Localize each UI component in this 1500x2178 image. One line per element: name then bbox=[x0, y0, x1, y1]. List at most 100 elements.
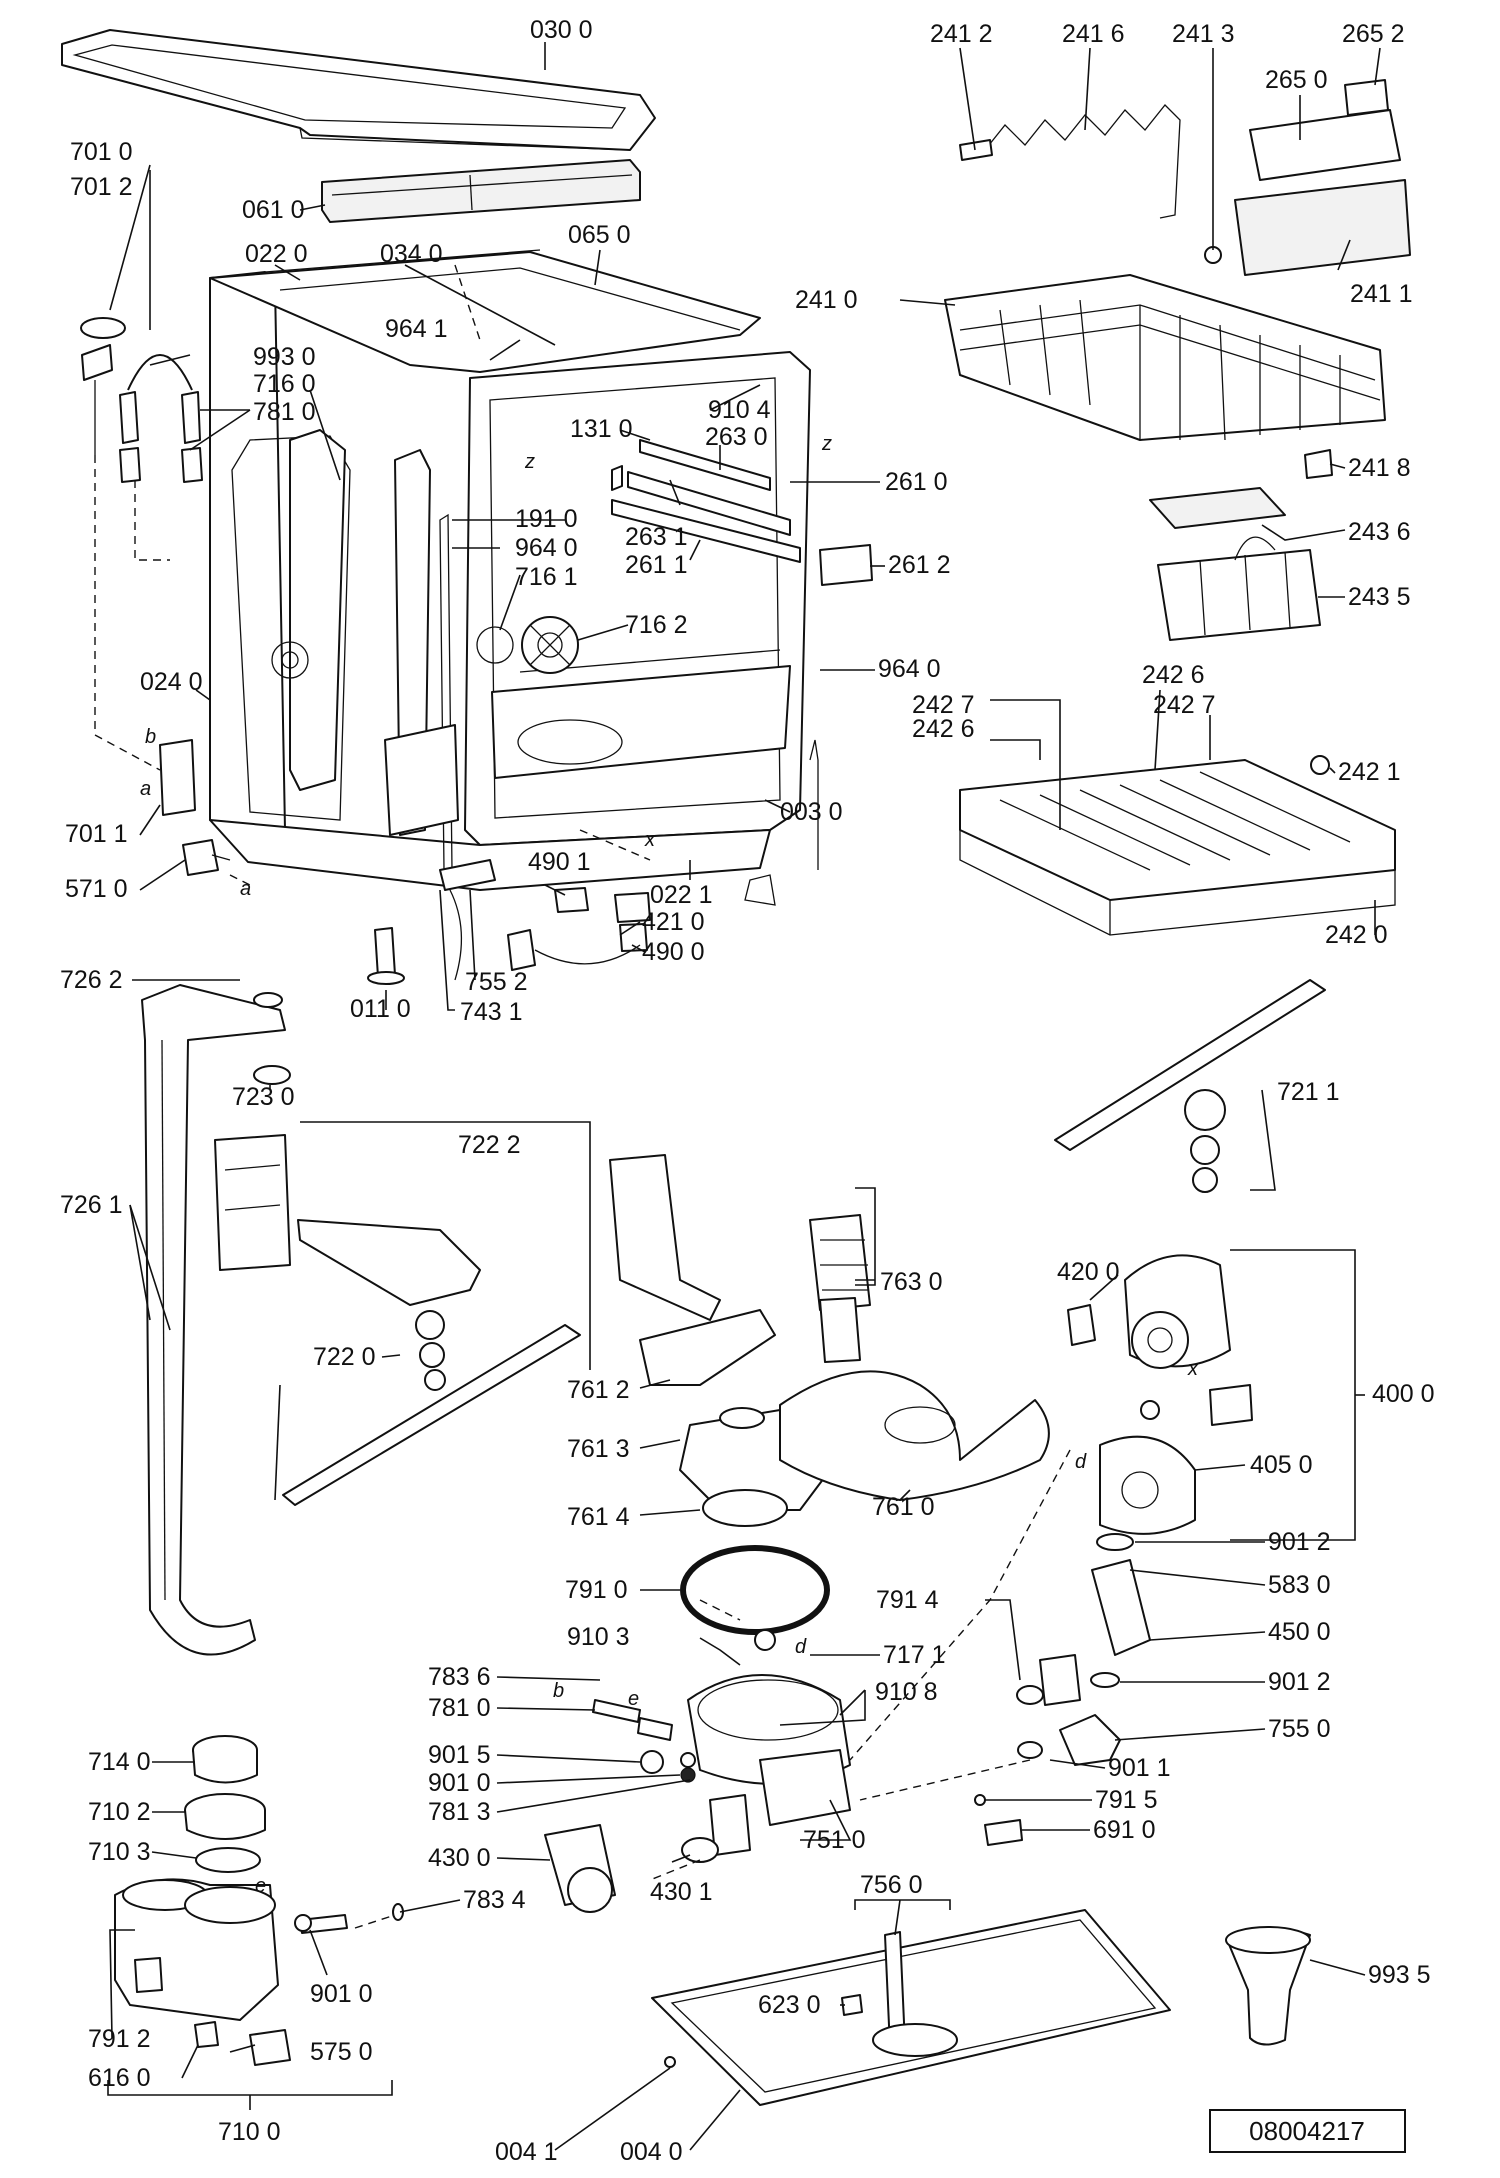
callout-label: 131 0 bbox=[570, 415, 633, 443]
callout-label: 623 0 bbox=[758, 1991, 821, 2019]
callout-label: 450 0 bbox=[1268, 1618, 1331, 1646]
callout-label: 791 0 bbox=[565, 1576, 628, 1604]
callout-label: 061 0 bbox=[242, 196, 305, 224]
callout-label: 191 0 bbox=[515, 505, 578, 533]
callout-label: 034 0 bbox=[380, 240, 443, 268]
callout-label: 761 4 bbox=[567, 1503, 630, 1531]
callout-label: 241 6 bbox=[1062, 20, 1125, 48]
callout-label: 616 0 bbox=[88, 2064, 151, 2092]
callout-label: 701 2 bbox=[70, 173, 133, 201]
callout-label: 265 2 bbox=[1342, 20, 1405, 48]
connection-letter: x bbox=[1187, 1358, 1199, 1380]
callout-label: 993 0 bbox=[253, 343, 316, 371]
callout-label: 716 0 bbox=[253, 370, 316, 398]
filter-parts bbox=[609, 1154, 1050, 1527]
callout-label: 910 4 bbox=[708, 396, 771, 424]
callout-label: 761 3 bbox=[567, 1435, 630, 1463]
callout-label: 421 0 bbox=[642, 908, 705, 936]
connection-letter: x bbox=[644, 829, 656, 851]
callout-label: 964 0 bbox=[515, 534, 578, 562]
connection-letter: e bbox=[255, 1875, 266, 1897]
callout-label: 263 0 bbox=[705, 423, 768, 451]
foot-and-hose-parts bbox=[367, 859, 496, 985]
callout-label: 710 2 bbox=[88, 1798, 151, 1826]
callout-label: 242 6 bbox=[912, 715, 975, 743]
callout-label: 241 8 bbox=[1348, 454, 1411, 482]
callout-label: 024 0 bbox=[140, 668, 203, 696]
parts-drawings bbox=[61, 29, 1411, 2106]
connection-letter: z bbox=[821, 433, 832, 455]
connection-letter: b bbox=[145, 726, 156, 748]
callout-label: 575 0 bbox=[310, 2038, 373, 2066]
callout-label: 243 5 bbox=[1348, 583, 1411, 611]
callout-label: 726 2 bbox=[60, 966, 123, 994]
connection-letter: d bbox=[1075, 1451, 1087, 1473]
left-bracket-parts bbox=[159, 739, 231, 876]
callout-label: 901 2 bbox=[1268, 1528, 1331, 1556]
sensor-parts bbox=[974, 1794, 1023, 1846]
callout-label: 261 0 bbox=[885, 468, 948, 496]
callout-label: 761 0 bbox=[872, 1493, 935, 1521]
leader-lines bbox=[107, 42, 1381, 2151]
drain-pump-part bbox=[544, 1824, 719, 1913]
upper-basket-fittings bbox=[959, 79, 1411, 276]
cutlery-basket-parts bbox=[1149, 487, 1321, 641]
callout-label: 901 2 bbox=[1268, 1668, 1331, 1696]
lower-basket-part bbox=[959, 755, 1396, 936]
sump-seal-part bbox=[680, 1545, 830, 1635]
callout-label: 755 2 bbox=[465, 968, 528, 996]
callout-label: 583 0 bbox=[1268, 1571, 1331, 1599]
sump-hose-parts bbox=[592, 1699, 696, 1783]
callout-label: 243 6 bbox=[1348, 518, 1411, 546]
callout-label: 022 1 bbox=[650, 881, 713, 909]
callout-label: 430 0 bbox=[428, 1844, 491, 1872]
callout-label: 242 0 bbox=[1325, 921, 1388, 949]
connection-letter: z bbox=[524, 451, 535, 473]
callout-label: 265 0 bbox=[1265, 66, 1328, 94]
spray-tube-part bbox=[141, 984, 291, 1656]
drawing-number-box: 08004217 bbox=[1209, 2109, 1406, 2153]
callout-label: 791 5 bbox=[1095, 1786, 1158, 1814]
callout-label: 756 0 bbox=[860, 1871, 923, 1899]
callout-labels: 030 0 701 0 701 2 061 0 022 0 034 0 065 … bbox=[60, 16, 1435, 2166]
callout-label: 405 0 bbox=[1250, 1451, 1313, 1479]
salt-container-part bbox=[114, 1735, 404, 2066]
callout-label: 726 1 bbox=[60, 1191, 123, 1219]
lower-spray-arm-part bbox=[1054, 979, 1326, 1193]
connection-letter: a bbox=[140, 778, 151, 800]
callout-label: 761 2 bbox=[567, 1376, 630, 1404]
connection-letter: e bbox=[628, 1688, 639, 1710]
callout-label: 004 1 bbox=[495, 2138, 558, 2166]
insulation-strip-part bbox=[321, 159, 641, 223]
callout-label: 783 4 bbox=[463, 1886, 526, 1914]
worktop-part bbox=[61, 29, 656, 151]
connection-letter: a bbox=[240, 878, 251, 900]
callout-label: 791 2 bbox=[88, 2025, 151, 2053]
callout-label: 241 1 bbox=[1350, 280, 1413, 308]
door-ring-parts bbox=[476, 616, 579, 674]
callout-label: 901 0 bbox=[310, 1980, 373, 2008]
callout-label: 011 0 bbox=[350, 995, 411, 1023]
connection-letter: b bbox=[553, 1680, 564, 1702]
callout-label: 722 0 bbox=[313, 1343, 376, 1371]
callout-label: 430 1 bbox=[650, 1878, 713, 1906]
base-plate-part bbox=[651, 1909, 1171, 2106]
callout-label: 241 0 bbox=[795, 286, 858, 314]
rinse-hose-parts bbox=[80, 317, 203, 483]
callout-label: 783 6 bbox=[428, 1663, 491, 1691]
callout-label: 420 0 bbox=[1057, 1258, 1120, 1286]
callout-label: 901 1 bbox=[1108, 1754, 1171, 1782]
callout-label: 241 3 bbox=[1172, 20, 1235, 48]
callout-label: 242 7 bbox=[912, 691, 975, 719]
callout-label: 964 0 bbox=[878, 655, 941, 683]
callout-label: 901 0 bbox=[428, 1769, 491, 1797]
rail-parts bbox=[611, 439, 873, 870]
callout-label: 701 0 bbox=[70, 138, 133, 166]
callout-label: 717 1 bbox=[883, 1641, 946, 1669]
callout-label: 065 0 bbox=[568, 221, 631, 249]
callout-label: 242 1 bbox=[1338, 758, 1401, 786]
callout-label: 691 0 bbox=[1093, 1816, 1156, 1844]
callout-label: 571 0 bbox=[65, 875, 128, 903]
callout-label: 755 0 bbox=[1268, 1715, 1331, 1743]
callout-label: 723 0 bbox=[232, 1083, 295, 1111]
